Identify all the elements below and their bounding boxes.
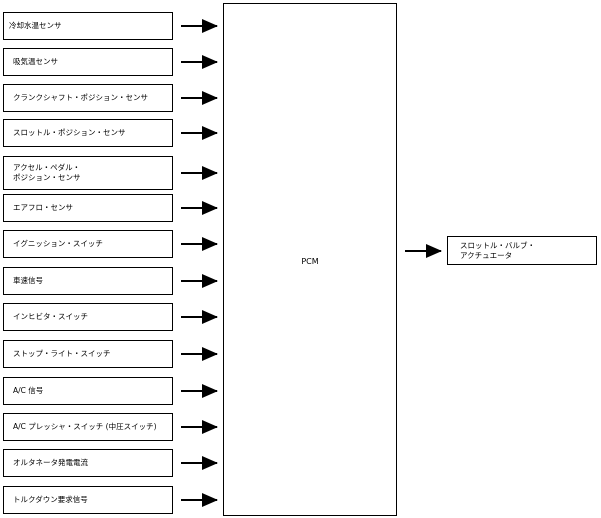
input-label: イグニッション・スイッチ (13, 239, 103, 248)
input-box: オルタネータ発電電流 (3, 449, 173, 477)
input-arrow (181, 237, 218, 251)
input-label: 車速信号 (13, 276, 43, 285)
input-arrow (181, 166, 218, 180)
output-arrow (405, 244, 442, 258)
input-label: アクセル・ペダル・ ポジション・センサ (13, 163, 81, 182)
input-box: 車速信号 (3, 267, 173, 295)
output-label: スロットル・バルブ・ アクチュエータ (460, 240, 535, 260)
input-label: インヒビタ・スイッチ (13, 312, 88, 321)
input-arrow (181, 55, 218, 69)
input-arrow (181, 493, 218, 507)
input-box: クランクシャフト・ポジション・センサ (3, 84, 173, 112)
input-arrow (181, 201, 218, 215)
input-box: エアフロ・センサ (3, 194, 173, 222)
input-box: イグニッション・スイッチ (3, 230, 173, 258)
pcm-label: PCM (301, 257, 319, 266)
input-arrow (181, 456, 218, 470)
input-arrow (181, 347, 218, 361)
input-label: A/C 信号 (13, 386, 44, 395)
input-box: A/C 信号 (3, 377, 173, 405)
input-label: エアフロ・センサ (13, 203, 73, 212)
input-arrow (181, 310, 218, 324)
input-box: スロットル・ポジション・センサ (3, 119, 173, 147)
input-arrow (181, 126, 218, 140)
input-box: インヒビタ・スイッチ (3, 303, 173, 331)
input-arrow (181, 274, 218, 288)
input-label: スロットル・ポジション・センサ (13, 128, 126, 137)
input-label: クランクシャフト・ポジション・センサ (13, 93, 148, 102)
input-arrow (181, 91, 218, 105)
input-label: オルタネータ発電電流 (13, 458, 88, 467)
input-arrow (181, 420, 218, 434)
input-box: 吸気温センサ (3, 48, 173, 76)
input-arrow (181, 384, 218, 398)
output-box-throttle-actuator: スロットル・バルブ・ アクチュエータ (447, 236, 597, 265)
input-label: 冷却水温センサ (9, 21, 62, 30)
input-box: トルクダウン要求信号 (3, 486, 173, 514)
input-label: ストップ・ライト・スイッチ (13, 349, 111, 358)
input-label: トルクダウン要求信号 (13, 495, 88, 504)
input-box: ストップ・ライト・スイッチ (3, 340, 173, 368)
input-label: A/C プレッシャ・スイッチ (中圧スイッチ) (13, 422, 157, 431)
input-box: A/C プレッシャ・スイッチ (中圧スイッチ) (3, 413, 173, 441)
pcm-block: PCM (223, 3, 397, 516)
input-box: アクセル・ペダル・ ポジション・センサ (3, 156, 173, 190)
input-arrow (181, 19, 218, 33)
input-label: 吸気温センサ (13, 57, 58, 66)
input-box: 冷却水温センサ (3, 12, 173, 40)
